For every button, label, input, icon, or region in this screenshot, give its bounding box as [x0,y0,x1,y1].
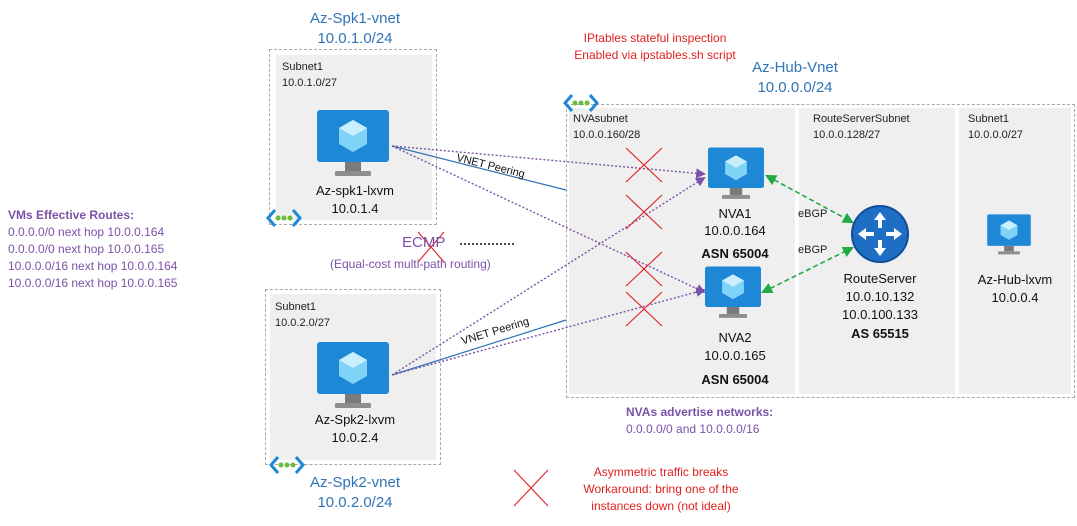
red-cross-icon [625,251,663,287]
route-server-icon [850,204,910,269]
spoke2-vnet-title: Az-Spk2-vnet 10.0.2.0/24 [290,473,420,513]
hub-vnet-cidr: 10.0.0.0/24 [757,79,833,96]
asymmetric-note: Asymmetric traffic breaks Workaround: br… [556,464,766,515]
spoke2-vnet-icon [269,455,305,480]
spoke1-vnet-icon [266,208,302,233]
spoke1-vnet-name: Az-Spk1-vnet [309,10,401,27]
hub-subnet1 [959,108,1071,394]
nva2-name: NVA2 [718,330,752,345]
ebgp-label-2: eBGP [798,244,828,256]
asym-line-3: instances down (not ideal) [591,499,731,513]
hubvm-ip: 10.0.0.4 [991,290,1039,305]
iptables-line-2: Enabled via ipstables.sh script [574,48,736,62]
nva-advertise-note: NVAs advertise networks: 0.0.0.0/0 and 1… [626,404,773,438]
nva1-ip: 10.0.0.164 [704,223,766,238]
rs-name: RouteServer [843,271,917,286]
spoke2-vnet-cidr: 10.0.2.0/24 [317,494,393,511]
rs-asn: AS 65515 [851,326,909,341]
spoke1-vm-ip: 10.0.1.4 [331,201,379,216]
ebgp-label-1: eBGP [798,208,828,220]
nva1-asn: ASN 65004 [701,246,769,261]
routes-panel: VMs Effective Routes: 0.0.0.0/0 next hop… [8,207,177,292]
hub-subnet1-name: Subnet1 [968,113,1009,125]
spoke2-vnet-boundary [265,289,441,465]
iptables-line-1: IPtables stateful inspection [583,31,727,45]
hub-subnet1-cidr: 10.0.0.0/27 [968,129,1024,141]
route-item: 0.0.0.0/0 next hop 10.0.0.164 [8,225,165,239]
spoke2-vm-icon [315,340,391,417]
hub-vnet-boundary [566,104,1075,398]
spoke1-vnet-boundary [269,49,437,225]
asym-line-2: Workaround: bring one of the [583,482,739,496]
hubvm-name: Az-Hub-lxvm [977,272,1053,287]
ebgp-line-nva2 [760,246,855,294]
hub-vm-icon [986,212,1032,263]
nva-subnet-name: NVAsubnet [573,113,628,125]
hub-vnet-title: Az-Hub-Vnet 10.0.0.0/24 [725,58,865,98]
nva2-asn: ASN 65004 [701,372,769,387]
spoke2-subnet-cidr: 10.0.2.0/27 [275,317,331,329]
rs-ip2: 10.0.100.133 [842,307,918,322]
route-item: 10.0.0.0/16 next hop 10.0.0.164 [8,259,178,273]
red-cross-icon [513,469,549,507]
nva1-vm-icon [705,146,767,207]
rs-subnet-cidr: 10.0.0.128/27 [813,129,881,141]
spoke1-vnet-title: Az-Spk1-vnet 10.0.1.0/24 [290,9,420,49]
ecmp-description: (Equal-cost multi-path routing) [330,257,491,271]
path-spk2-nva2 [391,287,706,376]
spoke2-vnet-name: Az-Spk2-vnet [309,474,401,491]
red-cross-icon [625,147,663,183]
spoke2-vm-name: Az-Spk2-lxvm [314,412,396,427]
red-cross-icon [625,194,663,230]
rs-subnet-name: RouteServerSubnet [813,113,910,125]
nva2-vm-icon [702,265,764,326]
ecmp-strike-icon [417,231,445,263]
rs-ip1: 10.0.10.132 [845,289,915,304]
routes-title: VMs Effective Routes: [8,208,135,222]
spoke2-subnet-name: Subnet1 [275,301,316,313]
ecmp-label: ECMP [402,234,446,251]
spoke2-vm-ip: 10.0.2.4 [331,430,379,445]
path-spk1-nva2 [391,145,706,294]
route-item: 0.0.0.0/0 next hop 10.0.0.165 [8,242,165,256]
spoke1-subnet-cidr: 10.0.1.0/27 [282,77,338,89]
peering-line-spoke1 [391,145,567,191]
asym-line-1: Asymmetric traffic breaks [593,465,729,479]
hub-vnet-name: Az-Hub-Vnet [752,59,838,76]
nva-subnet-cidr: 10.0.0.160/28 [573,129,641,141]
red-cross-icon [625,291,663,327]
spoke1-vnet-cidr: 10.0.1.0/24 [317,30,393,47]
path-spk2-nva1 [391,176,706,376]
peering-line-spoke2 [391,319,567,376]
spoke1-vm-name: Az-spk1-lxvm [315,183,394,198]
route-item: 10.0.0.0/16 next hop 10.0.0.165 [8,276,178,290]
ebgp-line-nva1 [765,174,854,224]
nva-advertise-title: NVAs advertise networks: [626,405,774,419]
hub-vnet-icon [563,93,599,118]
nva-advertise-routes: 0.0.0.0/0 and 10.0.0.0/16 [626,422,760,436]
nva2-ip: 10.0.0.165 [704,348,766,363]
spoke1-vm-icon [315,108,391,185]
nva1-name: NVA1 [718,206,752,221]
iptables-note: IPtables stateful inspection Enabled via… [540,30,770,64]
path-spk1-nva1 [391,145,706,179]
spoke1-subnet-name: Subnet1 [282,61,323,73]
